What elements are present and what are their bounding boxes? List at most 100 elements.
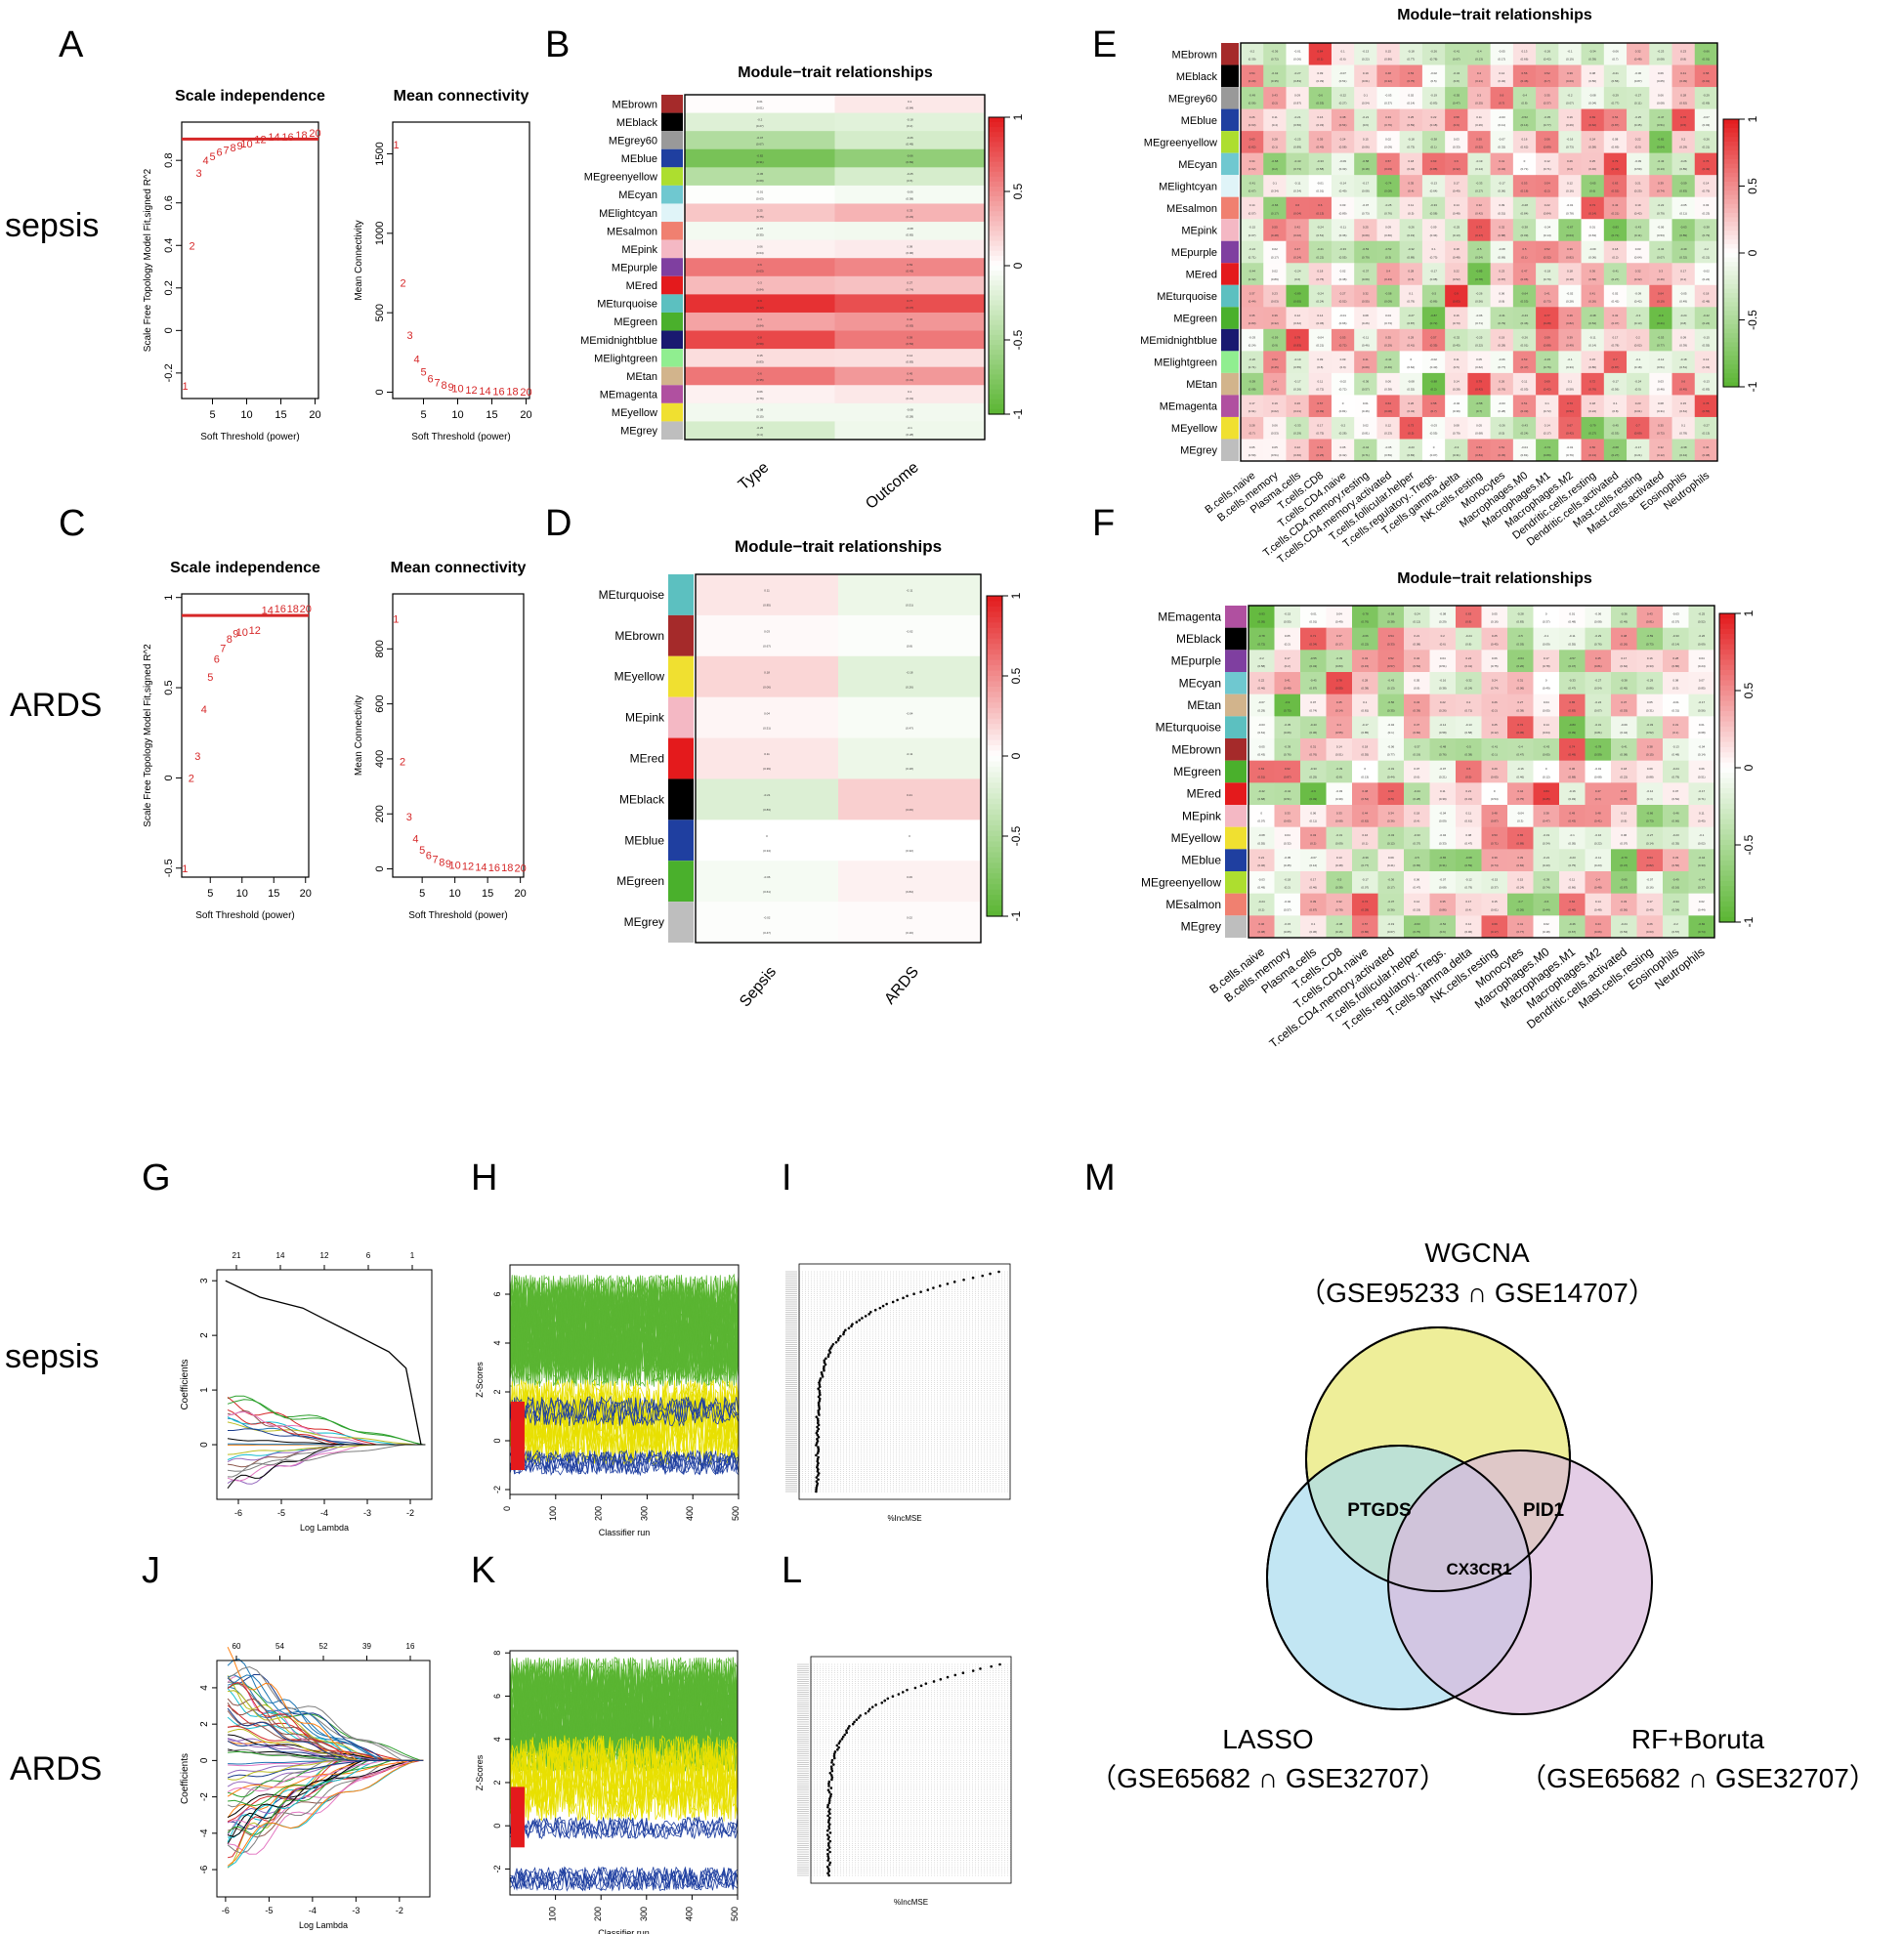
F_heat-cell-value: -0.06 <box>1594 612 1601 616</box>
E_heat-cell-p: (0.7) <box>1476 409 1482 413</box>
F_heat-colorbar-step <box>1719 845 1735 851</box>
F_heat-cell <box>1429 826 1457 850</box>
E_heat-cell <box>1512 196 1537 220</box>
F_heat-cell-p: (0.53) <box>1620 930 1628 934</box>
F_heat-cell-p: (0.08) <box>1594 620 1602 624</box>
L_rf-importance-dot <box>827 1846 831 1849</box>
G_lasso-ytick: 2 <box>199 1332 210 1338</box>
F_heat-module-swatch <box>1225 826 1247 850</box>
E_heat-cell-p: (0.18) <box>1430 123 1438 127</box>
C_scale-ylabel: Scale Free Topology Model Fit,signed R^2 <box>143 644 153 827</box>
E_heat-module-swatch <box>1221 175 1239 197</box>
E_heat-cell <box>1421 372 1446 396</box>
E_heat-cell-p: (0.4) <box>1272 123 1278 127</box>
D_heat-colorbar-step <box>987 830 1002 837</box>
E_heat-cell <box>1694 196 1718 220</box>
F_heat-cell <box>1326 606 1353 629</box>
E_heat-cell-value: -0.18 <box>1544 270 1550 273</box>
F_heat-colorbar-step <box>1719 823 1735 830</box>
E_heat-cell <box>1671 240 1696 264</box>
F_heat-cell <box>1559 893 1586 916</box>
E_heat-cell <box>1263 131 1287 154</box>
F_heat-cell <box>1533 738 1560 762</box>
F_heat-cell-value: -0.21 <box>1543 856 1549 860</box>
F_heat-cell-p: (0.52) <box>1698 620 1706 624</box>
F_heat-cell <box>1404 760 1430 783</box>
J_lasso-top-tick: 39 <box>362 1642 371 1651</box>
E_heat-cell <box>1308 328 1333 352</box>
F_heat-cell-value: -0.17 <box>1698 700 1705 704</box>
F_heat-cell-value: -0.7 <box>1518 900 1524 904</box>
F_heat-cell <box>1611 849 1637 872</box>
I_rf-importance-dot <box>815 1476 819 1479</box>
F_heat-cell <box>1585 871 1612 895</box>
E_heat-cell-value: -0.24 <box>1317 291 1324 295</box>
F_heat-cell <box>1533 606 1560 629</box>
B_heat-cell <box>834 330 986 350</box>
E_heat-cell-value: -0.11 <box>1589 335 1596 339</box>
E_heat-cell-p: (0.08) <box>1384 409 1392 413</box>
F_heat-cell-p: (0.4) <box>1465 907 1471 911</box>
J_lasso-coef-path <box>227 1728 424 1761</box>
F_heat-colorbar-step <box>1719 741 1735 748</box>
E_heat-cell-p: (0.3) <box>1385 255 1391 259</box>
E_heat-cell-value: -0.11 <box>1362 335 1369 339</box>
F_heat-cell <box>1352 849 1378 872</box>
E_heat-cell-p: (0.61) <box>1362 79 1370 83</box>
E_heat-cell-p: (0.17) <box>1544 432 1551 436</box>
E_heat-cell <box>1603 372 1628 396</box>
E_heat-cell-p: (0.22) <box>1362 58 1370 62</box>
E_heat-cell-value: -0.08 <box>1408 379 1415 383</box>
E_heat-module-swatch <box>1221 284 1239 308</box>
I_rf-importance-dot <box>971 1276 975 1280</box>
B_heat-cell <box>834 185 986 204</box>
I_rf-importance-dot <box>818 1391 822 1395</box>
F_heat-cell-p: (0.48) <box>1671 753 1679 757</box>
E_heat-colorbar-step <box>1723 231 1739 236</box>
E_heat-cell-p: (0.2) <box>1544 189 1550 193</box>
F_heat-cell-value: 0.18 <box>1621 767 1627 771</box>
F_heat-cell-value: -0.05 <box>1284 856 1290 860</box>
E_heat-cell <box>1399 328 1423 352</box>
E_heat-cell-p: (0.74) <box>1657 189 1665 193</box>
E_heat-cell <box>1671 43 1696 65</box>
F_heat-colorbar-step <box>1719 644 1735 651</box>
L_rf-importance-dot <box>906 1688 909 1692</box>
L_rf-importance-dot <box>826 1788 830 1792</box>
E_heat-cell-value: -0.26 <box>1476 291 1483 295</box>
C_mean-point: 1 <box>393 613 399 625</box>
F_heat-cell <box>1377 738 1405 762</box>
K_boruta-rejected-block <box>510 1787 525 1848</box>
E_heat-cell <box>1263 328 1287 352</box>
F_heat-cell-p: (0.02) <box>1698 841 1706 845</box>
G_lasso-coef-path <box>227 1409 426 1446</box>
I_rf-importance-dot <box>839 1334 842 1338</box>
F_heat-cell-value: -0.46 <box>1672 812 1679 816</box>
F_heat-cell-value: -0.07 <box>1646 878 1653 882</box>
L_rf-importance-dot <box>886 1697 890 1701</box>
C_scale-xtick: 15 <box>268 888 279 900</box>
B_heat-cell <box>685 167 835 187</box>
F_heat-cell-p: (0.74) <box>1491 863 1499 867</box>
G_lasso-frame <box>216 1269 433 1500</box>
F_heat-cell-value: -0.37 <box>1414 745 1420 749</box>
E_heat-cell-value: -0.03 <box>1248 335 1255 339</box>
E_heat-cell <box>1308 439 1333 462</box>
E_heat-cell-value: 0.67 <box>1567 423 1573 427</box>
F_heat-colorbar-step <box>1719 880 1735 887</box>
F_heat-cell-value: -0.43 <box>1387 833 1394 837</box>
A_scale-point: 14 <box>268 132 279 144</box>
E_heat-cell-p: (0.25) <box>1316 453 1324 457</box>
E_heat-cell-p: (0.2) <box>1272 102 1278 105</box>
E_heat-cell-value: -0.33 <box>1476 182 1483 186</box>
F_heat-cell-value: -0.15 <box>1491 878 1498 882</box>
E_heat-cell-p: (0.56) <box>1612 387 1620 391</box>
D_heat-row-label: MEblue <box>624 833 664 847</box>
E_heat-module-swatch <box>1221 219 1239 241</box>
E_heat-cell-p: (0.47) <box>1521 365 1529 369</box>
J_lasso-coef-path <box>227 1681 424 1761</box>
H_boruta-xtick: 300 <box>639 1506 649 1521</box>
E_heat-cell-p: (0.89) <box>1339 211 1347 215</box>
B_heat-module-swatch <box>661 421 683 440</box>
